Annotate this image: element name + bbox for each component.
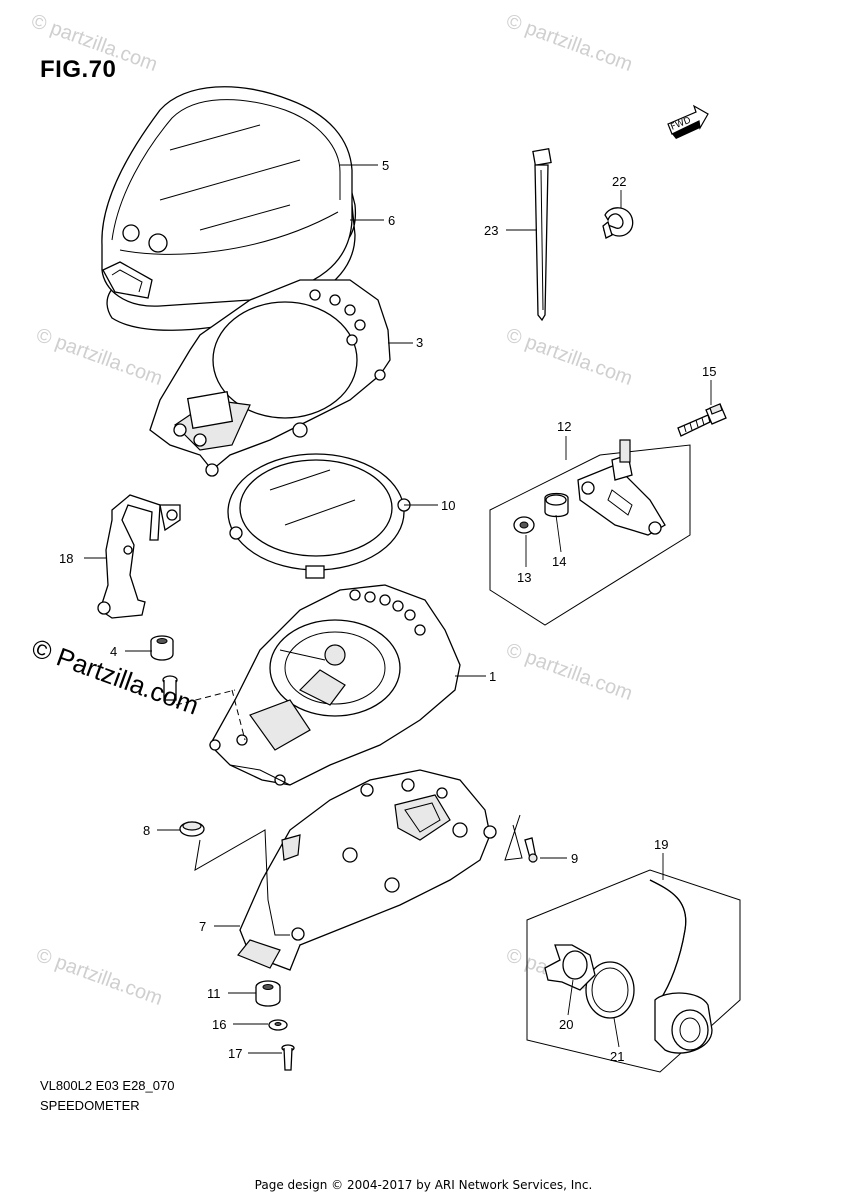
- callout-13: 13: [517, 570, 531, 585]
- sensor-kit-box: [489, 439, 691, 626]
- figure-name: SPEEDOMETER: [40, 1098, 140, 1113]
- grommet-lower: [255, 980, 281, 1007]
- clamp: [602, 207, 634, 239]
- grommet: [150, 635, 174, 661]
- watermark-faint: © partzilla.com: [33, 324, 165, 390]
- callout-23: 23: [484, 223, 498, 238]
- callout-9: 9: [571, 851, 578, 866]
- screw-upper: [162, 675, 246, 741]
- callout-18: 18: [59, 551, 73, 566]
- callout-11: 11: [207, 986, 221, 1001]
- bezel-ring: [227, 453, 411, 579]
- bracket: [97, 494, 181, 619]
- callout-6: 6: [388, 213, 395, 228]
- callout-8: 8: [143, 823, 150, 838]
- figure-code: VL800L2 E03 E28_070: [40, 1078, 175, 1093]
- callout-3: 3: [416, 335, 423, 350]
- cable-kit-box: [526, 869, 741, 1073]
- bolt: [677, 403, 727, 437]
- tie-band: [532, 147, 552, 322]
- callout-15: 15: [702, 364, 716, 379]
- callout-19: 19: [654, 837, 668, 852]
- leader-lines: [84, 164, 712, 1054]
- callout-numbers: 5 6 3 10 1 4 18 8 9 7 11 16 17 23 22 15 …: [59, 158, 716, 1064]
- screw-right: [504, 814, 538, 863]
- watermark-faint: © partzilla.com: [503, 639, 635, 705]
- page-credit: Page design © 2004-2017 by ARI Network S…: [254, 1178, 593, 1192]
- callout-4: 4: [110, 644, 117, 659]
- case-front: [149, 279, 391, 477]
- callout-10: 10: [441, 498, 455, 513]
- callout-17: 17: [228, 1046, 242, 1061]
- callout-1: 1: [489, 669, 496, 684]
- case-lower: [237, 769, 497, 971]
- figure-title: FIG.70: [40, 56, 117, 83]
- fwd-arrow-icon: FWD: [667, 104, 709, 139]
- callout-20: 20: [559, 1017, 573, 1032]
- callout-7: 7: [199, 919, 206, 934]
- watermark-faint: © partzilla.com: [503, 324, 635, 390]
- callout-14: 14: [552, 554, 566, 569]
- cap: [179, 821, 290, 936]
- meter-assembly: [209, 584, 461, 786]
- watermark-faint: © partzilla.com: [503, 10, 635, 76]
- callout-16: 16: [212, 1017, 226, 1032]
- callout-5: 5: [382, 158, 389, 173]
- washer: [268, 1019, 288, 1031]
- callout-12: 12: [557, 419, 571, 434]
- callout-21: 21: [610, 1049, 624, 1064]
- callout-22: 22: [612, 174, 626, 189]
- screw-lower: [281, 1044, 295, 1071]
- watermark-faint: © partzilla.com: [33, 944, 165, 1010]
